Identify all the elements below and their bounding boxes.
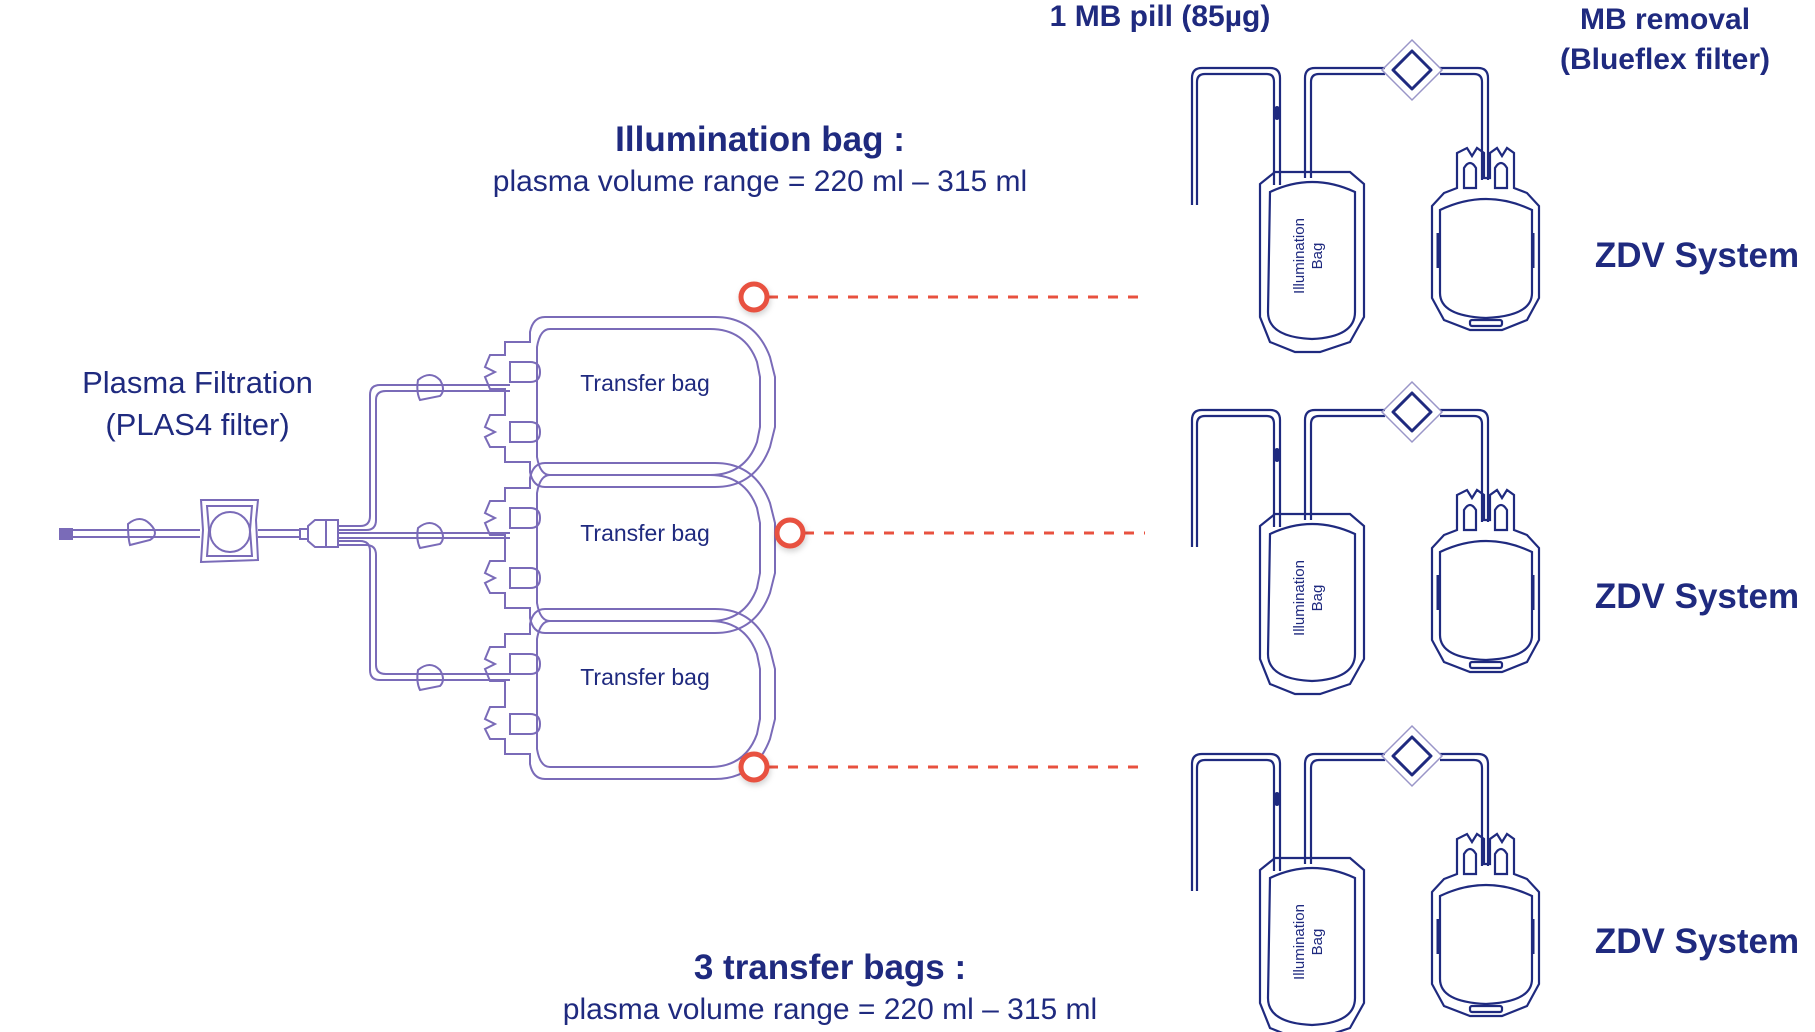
storage-bag-icon [1430,832,1541,1018]
branch-clamp-icon [416,374,444,402]
zdv-system-3 [1190,724,1541,1032]
illumination-bag-label: Bag [1309,585,1326,612]
connector-2 [774,517,1145,549]
branch-clamp-icon [416,522,444,550]
storage-bag-icon [1430,146,1541,332]
plasma-filtration-label: Plasma Filtration (PLAS4 filter) [40,362,355,446]
transfer-bag-label: Transfer bag [580,370,710,396]
y-connector-icon [299,519,339,548]
branch-tube-top [338,384,510,527]
illumination-bag-label: Bag [1309,929,1326,956]
branch-tube-bottom [338,540,510,681]
connector-circle-icon [738,751,770,783]
inlet-clamp-icon [126,518,156,547]
plas4-filter-icon [199,499,260,564]
transfer-bag-3 [484,608,776,780]
transfer-bag-label: Transfer bag [580,520,710,546]
mb-removal-label: MB removal (Blueflex filter) [1520,0,1810,80]
connector-circle-icon [774,517,806,549]
connector-circle-icon [738,281,770,313]
zdv-system-2 [1190,380,1541,696]
mb-pill-icon [1273,792,1281,806]
illumination-bag-label: Illumination [1291,904,1308,980]
storage-bag-icon [1430,488,1541,674]
inlet-spike-icon [59,528,73,540]
zdv-system-1 [1190,38,1541,354]
plasma-filtration-title: Plasma Filtration [82,365,313,400]
illumination-volume-range: plasma volume range = 220 ml – 315 ml [492,165,1028,198]
illumination-bag-title: Illumination bag : [615,120,905,159]
plasma-filtration-set [59,374,510,692]
zdv-system-label: ZDV System [1594,922,1800,961]
transfer-bag-2 [484,462,776,634]
illumination-bag-label: Illumination [1291,560,1308,636]
transfer-volume-range: plasma volume range = 220 ml – 315 ml [562,993,1098,1026]
mb-pill-icon [1273,106,1281,120]
illumination-bag-label: Bag [1309,243,1326,270]
zdv-tubing [1190,408,1490,547]
illumination-bag-note: Illumination bag : plasma volume range =… [420,118,1100,202]
transfer-bag-1 [484,316,776,488]
zdv-system-label: ZDV System [1594,577,1800,616]
zdv-tubing [1190,752,1490,891]
connector-3 [738,751,1145,783]
branch-clamp-icon [416,664,444,692]
mb-removal-subtitle: (Blueflex filter) [1559,43,1771,76]
transfer-bags-note: 3 transfer bags : plasma volume range = … [480,946,1180,1030]
blueflex-filter-icon [1380,724,1444,788]
mb-pill-icon [1273,448,1281,462]
transfer-bags-title: 3 transfer bags : [693,948,967,987]
blueflex-filter-icon [1380,38,1444,102]
mb-removal-title: MB removal [1579,3,1751,36]
filter-outlet-tube [258,529,300,538]
zdv-system-label: ZDV System [1594,236,1800,275]
plasma-filtration-subtitle: (PLAS4 filter) [105,407,290,442]
inlet-tube [60,529,200,538]
mb-pill-label: 1 MB pill (85µg) [1049,0,1271,33]
transfer-bag-label: Transfer bag [580,664,710,690]
zdv-tubing [1190,66,1490,205]
branch-tube-middle [338,532,510,539]
blueflex-filter-icon [1380,380,1444,444]
illumination-bag-label: Illumination [1291,218,1308,294]
connector-1 [738,281,1145,313]
